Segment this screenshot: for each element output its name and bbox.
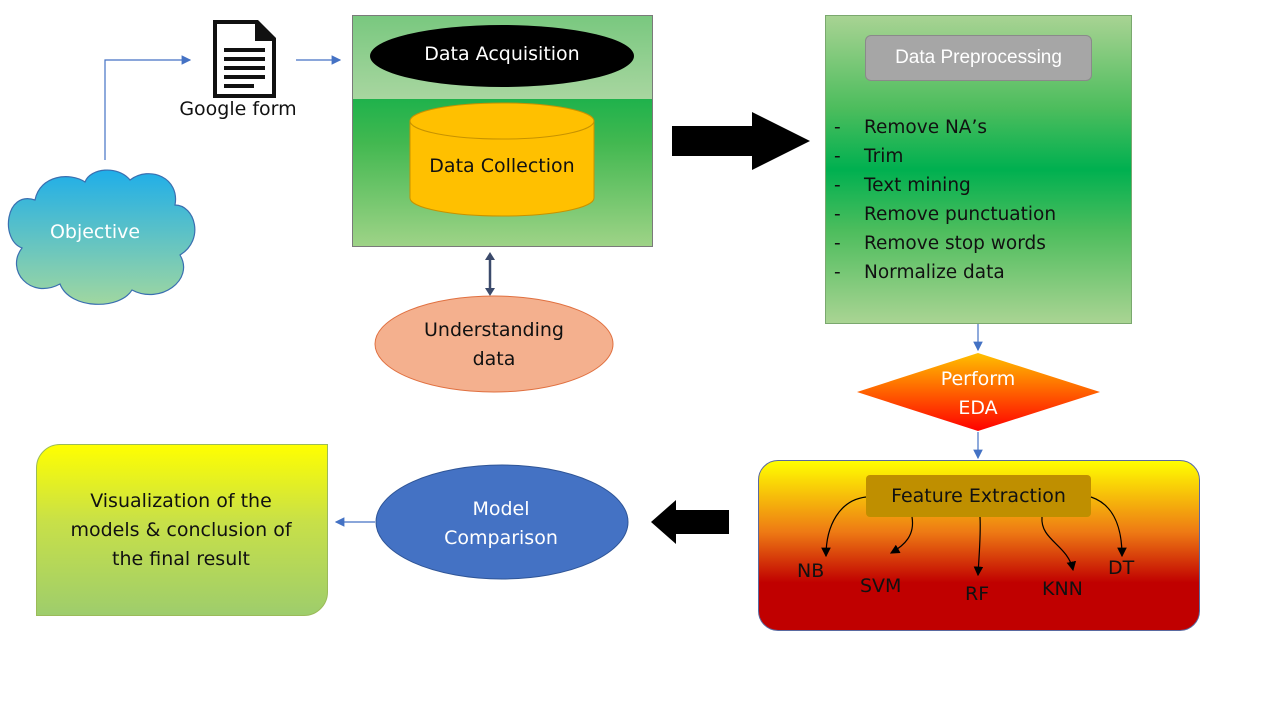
bullet-dash: -: [834, 262, 841, 283]
connector-objective-to-form: [104, 55, 192, 160]
visualization-label: Visualization of the models & conclusion…: [40, 487, 322, 574]
preprocessing-step: - Remove punctuation: [834, 200, 1124, 229]
eda-line-2: EDA: [958, 397, 998, 419]
model-comparison-label: Model Comparison: [400, 495, 602, 553]
visualization-line-1: Visualization of the: [90, 490, 272, 512]
model-comparison-ellipse: [375, 464, 629, 580]
google-form-label: Google form: [179, 98, 297, 120]
big-arrow-left: [651, 500, 729, 544]
model-comparison-line-1: Model: [472, 498, 530, 520]
visualization-line-2: models & conclusion of: [70, 519, 292, 541]
eda-diamond: [857, 353, 1100, 431]
step-label: Remove stop words: [864, 233, 1046, 254]
data-preprocessing-title: Data Preprocessing: [865, 35, 1092, 81]
data-acquisition-title: Data Acquisition: [424, 43, 580, 65]
understanding-ellipse: [374, 295, 614, 393]
visualization-line-3: the final result: [112, 548, 250, 570]
model-label-rf: RF: [965, 583, 990, 605]
bullet-dash: -: [834, 233, 841, 254]
preprocessing-step: - Text mining: [834, 171, 1124, 200]
visualization-box: [36, 444, 328, 616]
bullet-dash: -: [834, 117, 841, 138]
eda-label: Perform EDA: [918, 365, 1038, 423]
model-comparison-line-2: Comparison: [444, 527, 558, 549]
step-label: Text mining: [864, 175, 971, 196]
understanding-line-1: Understanding: [424, 319, 564, 341]
step-label: Remove NA’s: [864, 117, 987, 138]
data-collection-label: Data Collection: [429, 155, 575, 177]
feature-extraction-title: Feature Extraction: [866, 475, 1091, 517]
preprocessing-step: - Remove NA’s: [834, 113, 1124, 142]
bullet-dash: -: [834, 146, 841, 167]
step-label: Normalize data: [864, 262, 1005, 283]
understanding-line-2: data: [472, 348, 516, 370]
step-label: Remove punctuation: [864, 204, 1057, 225]
preprocessing-steps-list: - Remove NA’s - Trim - Text mining - Remove …: [834, 113, 1124, 287]
step-label: Trim: [864, 146, 904, 167]
preprocessing-step: - Remove stop words: [834, 229, 1124, 258]
model-label-knn: KNN: [1042, 578, 1083, 600]
double-arrow-vertical: [485, 252, 495, 296]
understanding-data-label: Understanding data: [384, 316, 604, 374]
objective-label: Objective: [49, 221, 141, 243]
big-arrow-right: [672, 112, 810, 170]
preprocessing-step: - Trim: [834, 142, 1124, 171]
model-label-svm: SVM: [860, 575, 902, 597]
model-label-nb: NB: [797, 560, 825, 582]
model-label-dt: DT: [1108, 557, 1135, 579]
bullet-dash: -: [834, 175, 841, 196]
document-icon: [213, 20, 276, 98]
objective-cloud: [7, 169, 196, 305]
bullet-dash: -: [834, 204, 841, 225]
preprocessing-step: - Normalize data: [834, 258, 1124, 287]
eda-line-1: Perform: [940, 368, 1016, 390]
